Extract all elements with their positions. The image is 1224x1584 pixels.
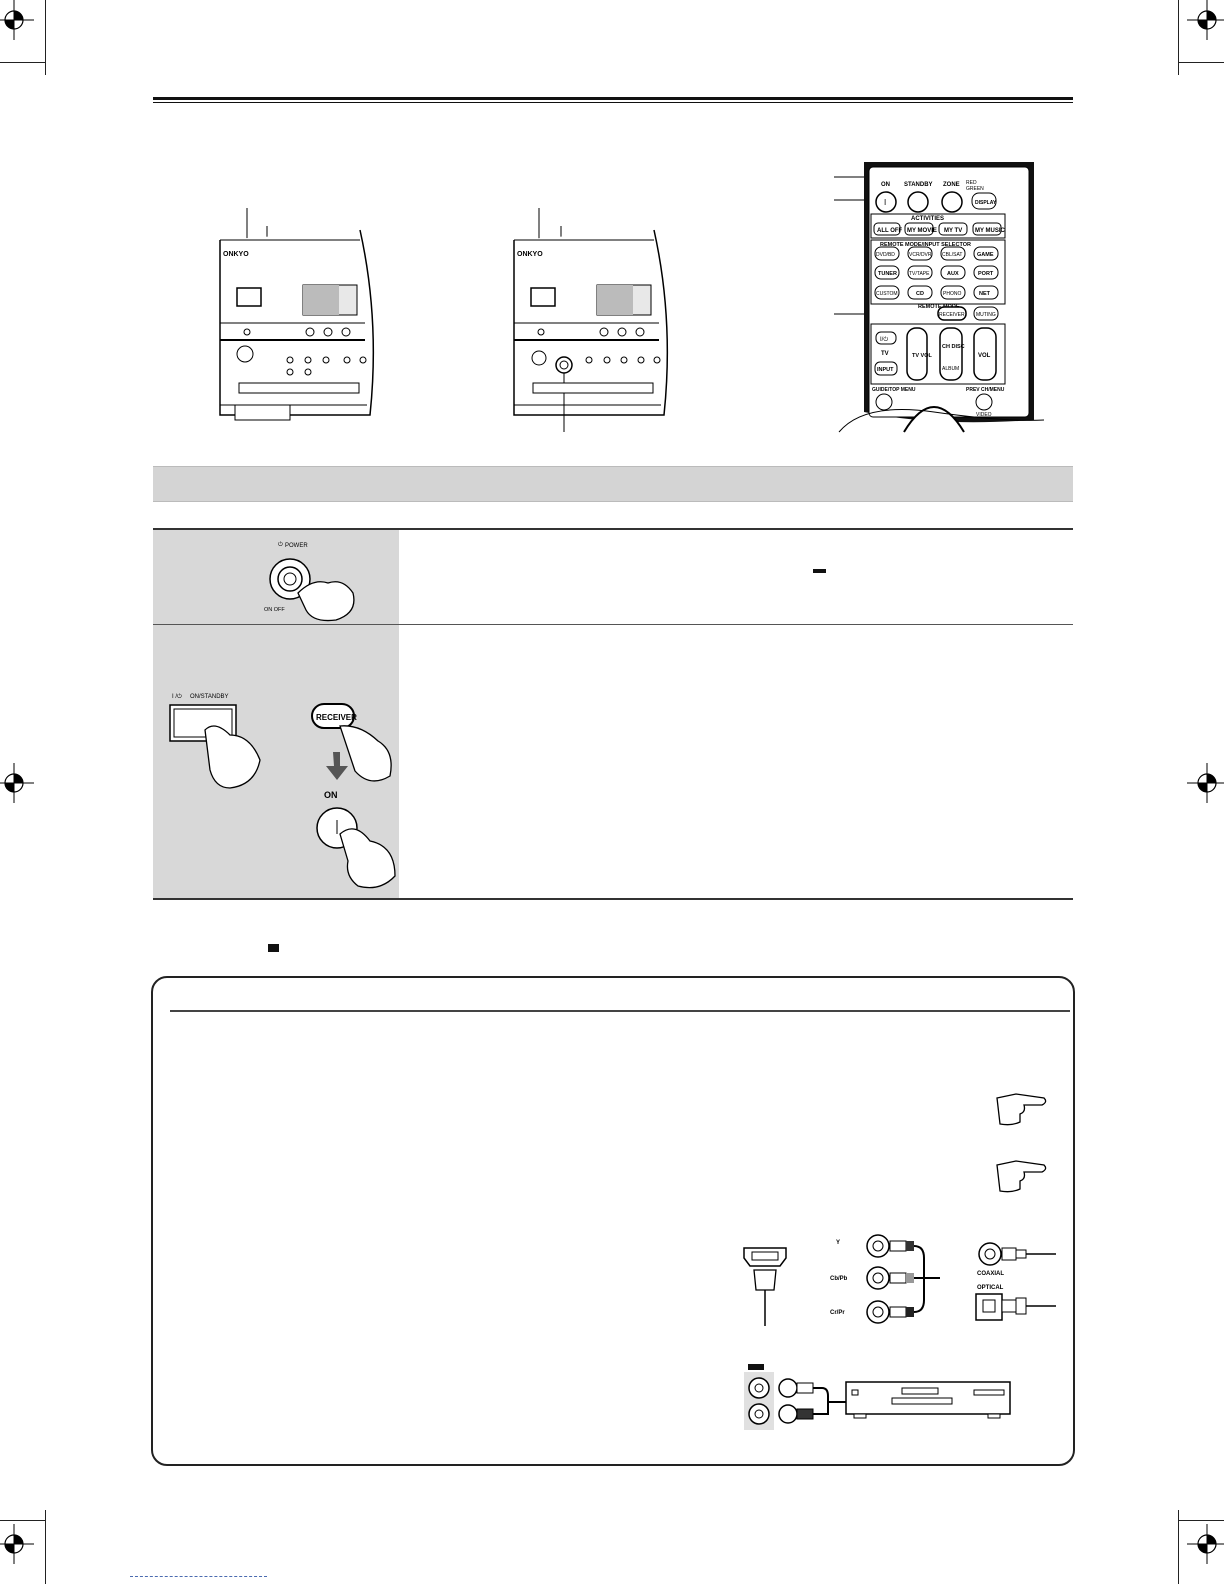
section-heading-bar — [153, 466, 1073, 502]
power-symbol-icon: ⏻ — [278, 541, 283, 548]
svg-text:INPUT: INPUT — [877, 367, 894, 373]
coaxial-label: COAXIAL — [977, 1271, 1004, 1277]
registration-mark-mid-left — [0, 763, 34, 803]
registration-mark-bottom-right — [1187, 1524, 1224, 1564]
optical-label: OPTICAL — [977, 1285, 1004, 1291]
crop-mark — [1178, 1510, 1179, 1584]
svg-text:CD: CD — [916, 291, 924, 297]
svg-text:TV/TAPE: TV/TAPE — [909, 271, 930, 277]
svg-text:VIDEO: VIDEO — [976, 412, 992, 418]
svg-text:PREV CH/MENU: PREV CH/MENU — [966, 387, 1005, 393]
registration-mark-top-left — [0, 0, 34, 40]
off-symbol-icon — [813, 569, 826, 575]
power-button-illustration: POWER ⏻ ON OFF — [264, 541, 355, 622]
crop-mark — [45, 0, 46, 75]
analog-audio-player-illustration — [744, 1364, 1011, 1430]
power-label: POWER — [285, 543, 308, 549]
cr-label: Cr/Pr — [830, 1310, 845, 1316]
power-states: ON OFF — [264, 607, 285, 613]
table-rule-bottom — [153, 898, 1073, 900]
svg-text:AUX: AUX — [947, 271, 959, 277]
svg-text:MUTING: MUTING — [976, 312, 996, 318]
table-rule-mid — [153, 624, 1073, 625]
y-label: Y — [836, 1240, 840, 1246]
remote-control-illustration: ON STANDBY ZONE RED GREEN I DISPLAY ACTI… — [834, 162, 1044, 433]
svg-text:RECEIVER: RECEIVER — [939, 312, 965, 318]
crop-mark — [0, 62, 45, 63]
on-standby-label: ON/STANDBY — [190, 694, 229, 700]
crop-mark — [45, 1510, 46, 1584]
svg-text:MY MUSIC: MY MUSIC — [975, 228, 1006, 234]
remote-on-label: ON — [881, 182, 890, 188]
remote-green-label: GREEN — [966, 186, 984, 192]
registration-mark-top-right — [1187, 0, 1224, 40]
svg-text:CH DISC: CH DISC — [942, 344, 965, 350]
remote-red-label: RED — [966, 180, 977, 186]
remote-standby-label: STANDBY — [904, 182, 933, 188]
cb-label: Cb/Pb — [830, 1276, 848, 1282]
on-standby-button-illustration: I /⏻ ON/STANDBY — [169, 693, 261, 789]
svg-text:GUIDE/TOP MENU: GUIDE/TOP MENU — [872, 387, 916, 393]
crop-mark — [1178, 1520, 1224, 1521]
remote-activities-title: ACTIVITIES — [911, 216, 944, 222]
down-arrow-icon — [326, 752, 348, 780]
pointing-hand-icon — [996, 1093, 1047, 1126]
svg-text:NET: NET — [979, 291, 991, 297]
svg-text:REMOTE MODE: REMOTE MODE — [918, 304, 960, 310]
svg-text:CUSTOM: CUSTOM — [876, 291, 898, 297]
off-symbol-icon — [268, 944, 279, 952]
remote-zone-label: ZONE — [943, 182, 960, 188]
registration-mark-bottom-left — [0, 1524, 34, 1564]
receiver-front-panel-illustration: ONKYO — [219, 208, 375, 421]
registration-mark-mid-right — [1187, 763, 1224, 803]
crop-mark — [1178, 62, 1224, 63]
on-label: ON — [324, 790, 338, 800]
digital-audio-connector-illustration: COAXIAL OPTICAL — [975, 1242, 1056, 1321]
svg-text:PHONO: PHONO — [943, 291, 961, 297]
svg-text:CBL/SAT: CBL/SAT — [942, 252, 962, 258]
svg-text:DVD/BD: DVD/BD — [876, 252, 895, 258]
svg-text:TUNER: TUNER — [878, 271, 897, 277]
svg-text:VCR/DVR: VCR/DVR — [909, 252, 932, 258]
svg-text:TV VOL: TV VOL — [912, 353, 933, 359]
crop-mark — [0, 1520, 45, 1521]
receiver-button-label: RECEIVER — [316, 713, 357, 722]
svg-text:MY MOVIE: MY MOVIE — [907, 228, 937, 234]
svg-text:VOL: VOL — [978, 353, 991, 359]
svg-text:TV: TV — [881, 351, 889, 357]
brand-logo: ONKYO — [517, 251, 543, 258]
brand-logo: ONKYO — [223, 251, 249, 258]
svg-text:GAME: GAME — [977, 252, 994, 258]
header-rule — [153, 97, 1073, 103]
svg-text:MY TV: MY TV — [944, 228, 962, 234]
svg-text:PORT: PORT — [978, 271, 994, 277]
footer-link-line — [130, 1575, 267, 1577]
table-rule-top — [153, 528, 1073, 530]
svg-text:I/⏻: I/⏻ — [880, 336, 888, 343]
remote-selector-title: REMOTE MODE/INPUT SELECTOR — [880, 242, 971, 248]
pointing-hand-icon — [996, 1160, 1047, 1193]
receiver-front-panel-illustration-2: ONKYO — [513, 208, 669, 432]
notes-box — [151, 976, 1075, 1466]
svg-text:ALBUM: ALBUM — [942, 366, 959, 372]
remote-receiver-on-illustration: RECEIVER ON — [311, 703, 396, 889]
remote-display-label: DISPLAY — [975, 200, 997, 206]
notes-box-rule — [170, 1010, 1070, 1012]
crop-mark — [1178, 0, 1179, 75]
component-video-connector-illustration: Y Cb/Pb Cr/Pr — [830, 1234, 940, 1324]
svg-text:I /⏻: I /⏻ — [172, 693, 182, 700]
svg-text:I: I — [884, 198, 886, 207]
svg-text:ALL OFF: ALL OFF — [877, 228, 903, 234]
hdmi-connector-illustration — [743, 1247, 787, 1326]
